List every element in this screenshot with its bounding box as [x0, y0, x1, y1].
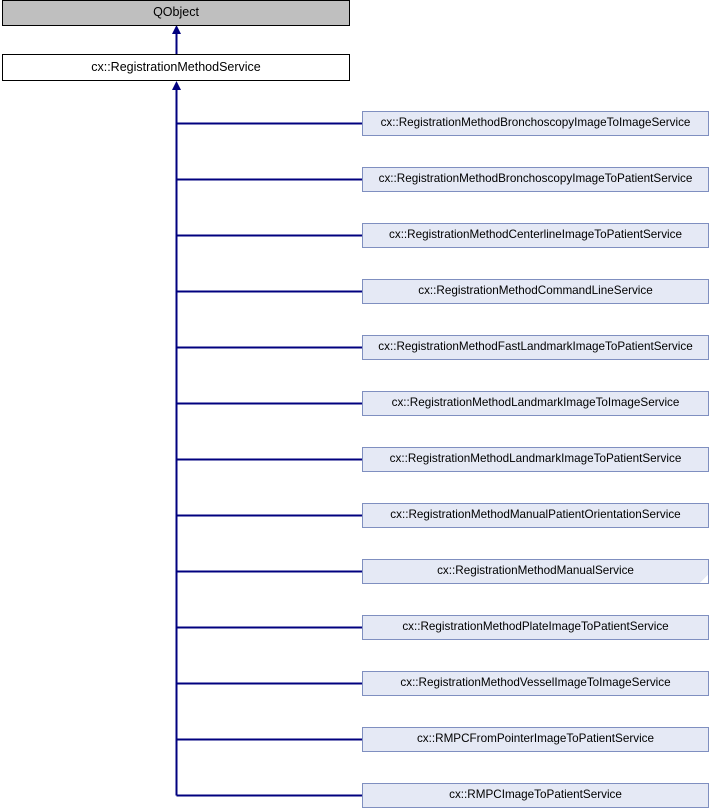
- class-node-label: cx::RegistrationMethodLandmarkImageToPat…: [389, 452, 682, 466]
- class-node-derived-10[interactable]: cx::RegistrationMethodVesselImageToImage…: [362, 671, 709, 696]
- class-node-derived-3[interactable]: cx::RegistrationMethodCommandLineService: [362, 279, 709, 304]
- class-node-derived-8[interactable]: cx::RegistrationMethodManualService: [362, 559, 709, 584]
- class-node-label: cx::RMPCFromPointerImageToPatientService: [416, 732, 655, 746]
- class-node-registration-method-service[interactable]: cx::RegistrationMethodService: [2, 54, 350, 81]
- class-node-label: cx::RegistrationMethodCenterlineImageToP…: [389, 228, 682, 242]
- class-node-derived-12[interactable]: cx::RMPCImageToPatientService: [362, 783, 709, 808]
- class-node-label: cx::RegistrationMethodBronchoscopyImageT…: [380, 116, 691, 130]
- class-node-label: cx::RegistrationMethodManualPatientOrien…: [390, 508, 681, 522]
- class-node-qobject[interactable]: QObject: [2, 0, 350, 26]
- edge-branches: [176, 122, 362, 797]
- class-node-label: QObject: [153, 5, 199, 20]
- class-node-derived-6[interactable]: cx::RegistrationMethodLandmarkImageToPat…: [362, 447, 709, 472]
- class-node-derived-5[interactable]: cx::RegistrationMethodLandmarkImageToIma…: [362, 391, 709, 416]
- class-node-derived-4[interactable]: cx::RegistrationMethodFastLandmarkImageT…: [362, 335, 709, 360]
- class-node-derived-2[interactable]: cx::RegistrationMethodCenterlineImageToP…: [362, 223, 709, 248]
- class-node-derived-0[interactable]: cx::RegistrationMethodBronchoscopyImageT…: [362, 111, 709, 136]
- class-node-derived-1[interactable]: cx::RegistrationMethodBronchoscopyImageT…: [362, 167, 709, 192]
- class-node-derived-7[interactable]: cx::RegistrationMethodManualPatientOrien…: [362, 503, 709, 528]
- class-node-derived-9[interactable]: cx::RegistrationMethodPlateImageToPatien…: [362, 615, 709, 640]
- class-node-label: cx::RegistrationMethodFastLandmarkImageT…: [378, 340, 693, 354]
- class-node-label: cx::RegistrationMethodLandmarkImageToIma…: [391, 396, 680, 410]
- class-node-label: cx::RegistrationMethodCommandLineService: [418, 284, 653, 298]
- class-node-label: cx::RegistrationMethodService: [91, 59, 261, 74]
- edge-qobject-to-service: [172, 25, 181, 54]
- class-node-derived-11[interactable]: cx::RMPCFromPointerImageToPatientService: [362, 727, 709, 752]
- class-node-label: cx::RMPCImageToPatientService: [449, 788, 622, 802]
- class-node-label: cx::RegistrationMethodManualService: [437, 564, 634, 578]
- class-node-label: cx::RegistrationMethodVesselImageToImage…: [400, 676, 671, 690]
- edge-service-to-trunk: [172, 81, 181, 796]
- class-node-label: cx::RegistrationMethodBronchoscopyImageT…: [378, 172, 693, 186]
- class-node-label: cx::RegistrationMethodPlateImageToPatien…: [402, 620, 669, 634]
